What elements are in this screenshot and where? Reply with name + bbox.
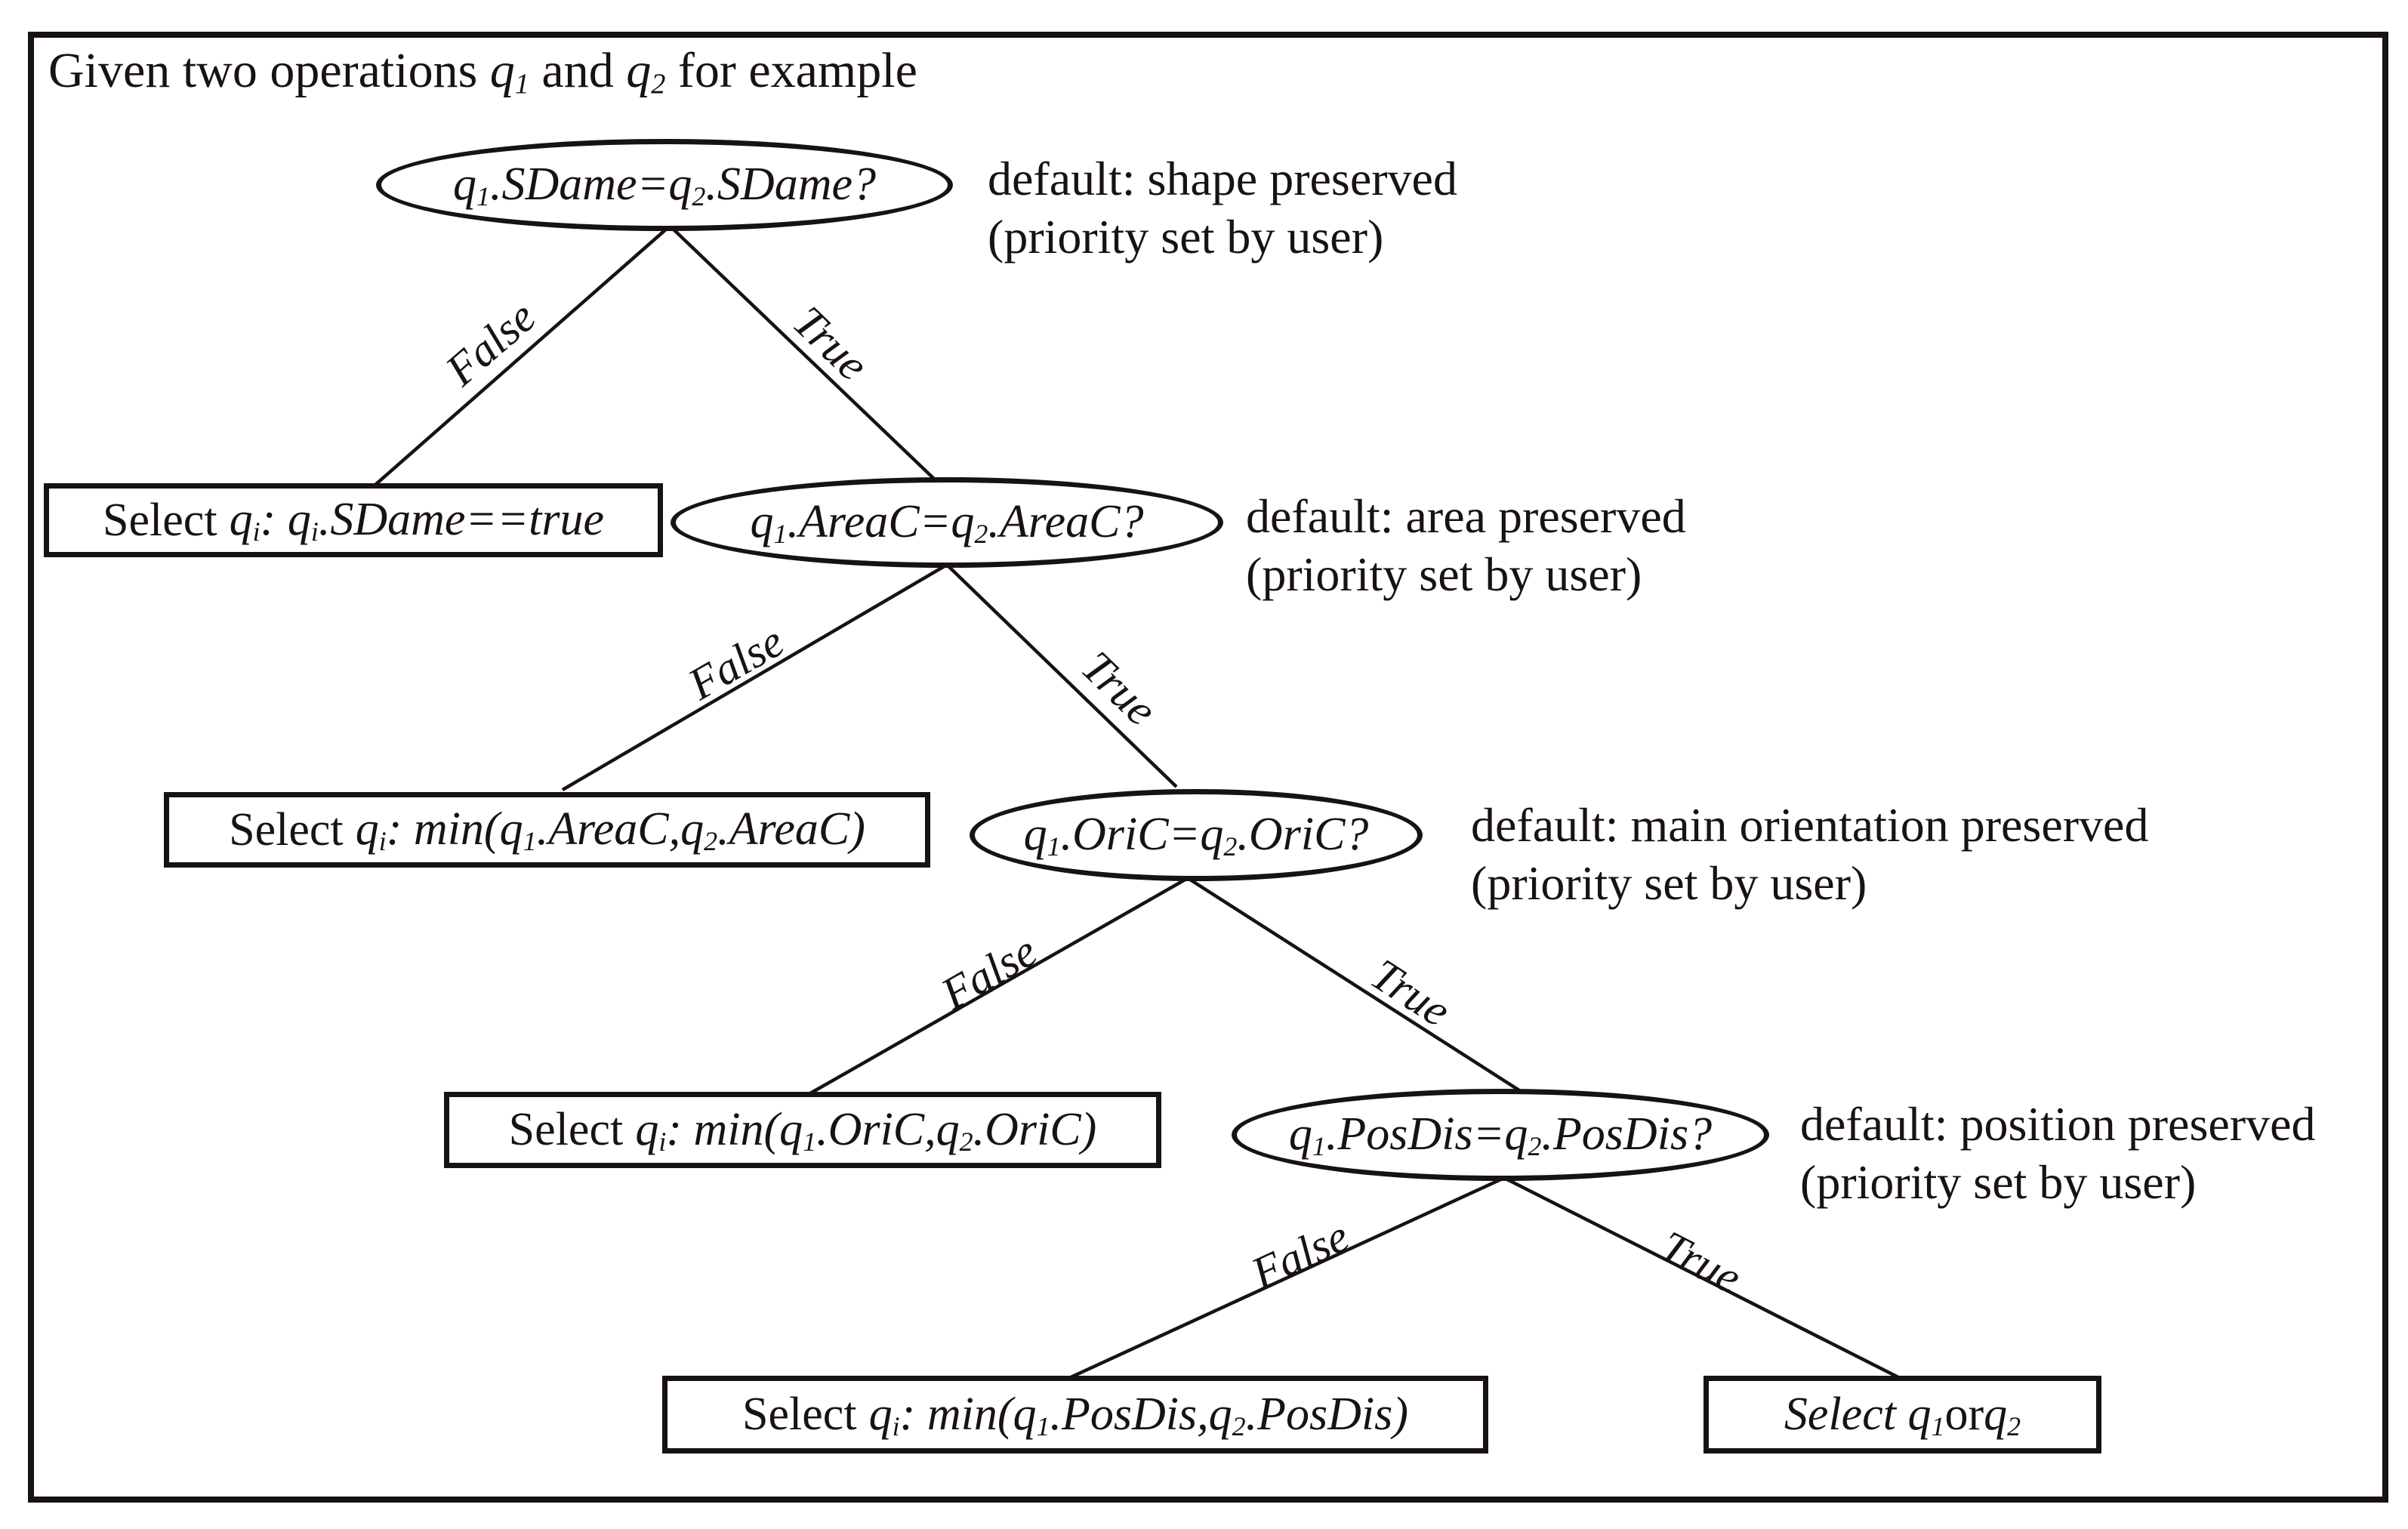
default-note-area: default: area preserved (priority set by… — [1246, 487, 1686, 603]
action-formula: qi: qi.SDame==true — [229, 494, 604, 547]
action-formula: qi: min(q1.PosDis,q2.PosDis) — [868, 1388, 1408, 1441]
note-line: (priority set by user) — [1471, 856, 1867, 910]
edge-line-areac-true — [945, 563, 1178, 788]
note-line: default: shape preserved — [988, 152, 1457, 205]
note-line: default: position preserved — [1800, 1097, 2316, 1151]
default-note-orientation: default: main orientation preserved (pri… — [1471, 796, 2148, 912]
action-prefix: Select — [742, 1389, 857, 1440]
decision-node-oric: q1.OriC=q2.OriC? — [970, 789, 1423, 881]
default-note-shape: default: shape preserved (priority set b… — [988, 150, 1457, 266]
edge-line-posdis-true — [1503, 1176, 1900, 1379]
decision-node-sdame: q1.SDame=q2.SDame? — [376, 139, 953, 231]
action-prefix: Select — [229, 803, 344, 855]
decision-question: q1.SDame=q2.SDame? — [453, 159, 876, 211]
final-select: Select q1 — [1784, 1388, 1945, 1441]
decision-node-posdis: q1.PosDis=q2.PosDis? — [1232, 1089, 1769, 1181]
action-prefix: Select — [508, 1104, 624, 1155]
edge-line-sdame-false — [374, 227, 669, 486]
note-line: default: main orientation preserved — [1471, 798, 2149, 852]
edge-line-posdis-false — [1070, 1176, 1505, 1379]
title-q1: q1 — [489, 43, 529, 100]
figure-title: Given two operations q1 and q2 for examp… — [48, 42, 917, 100]
note-line: default: area preserved — [1246, 489, 1686, 543]
note-line: (priority set by user) — [1246, 547, 1642, 601]
decision-question: q1.OriC=q2.OriC? — [1023, 809, 1369, 862]
edge-line-oric-false — [809, 877, 1189, 1095]
final-or: or — [1944, 1389, 1984, 1440]
title-text: and — [541, 43, 614, 98]
figure-border — [28, 32, 2388, 1503]
action-node-final-true: Select q1 or q2 — [1703, 1376, 2101, 1453]
decision-question: q1.AreaC=q2.AreaC? — [750, 496, 1144, 549]
action-prefix: Select — [103, 494, 217, 546]
default-note-position: default: position preserved (priority se… — [1800, 1095, 2315, 1211]
decision-node-areac: q1.AreaC=q2.AreaC? — [671, 477, 1223, 568]
title-text: for example — [677, 43, 917, 98]
note-line: (priority set by user) — [988, 210, 1384, 264]
action-formula: qi: min(q1.OriC,q2.OriC) — [635, 1103, 1097, 1157]
title-text: Given two operations — [48, 43, 478, 98]
title-q2: q2 — [626, 43, 666, 100]
edge-line-sdame-true — [671, 227, 937, 482]
edge-line-areac-false — [561, 563, 948, 791]
decision-question: q1.PosDis=q2.PosDis? — [1288, 1108, 1713, 1161]
edge-line-oric-true — [1186, 877, 1521, 1092]
action-formula: qi: min(q1.AreaC,q2.AreaC) — [355, 803, 865, 856]
note-line: (priority set by user) — [1800, 1155, 2197, 1209]
final-q2: q2 — [1984, 1388, 2021, 1441]
